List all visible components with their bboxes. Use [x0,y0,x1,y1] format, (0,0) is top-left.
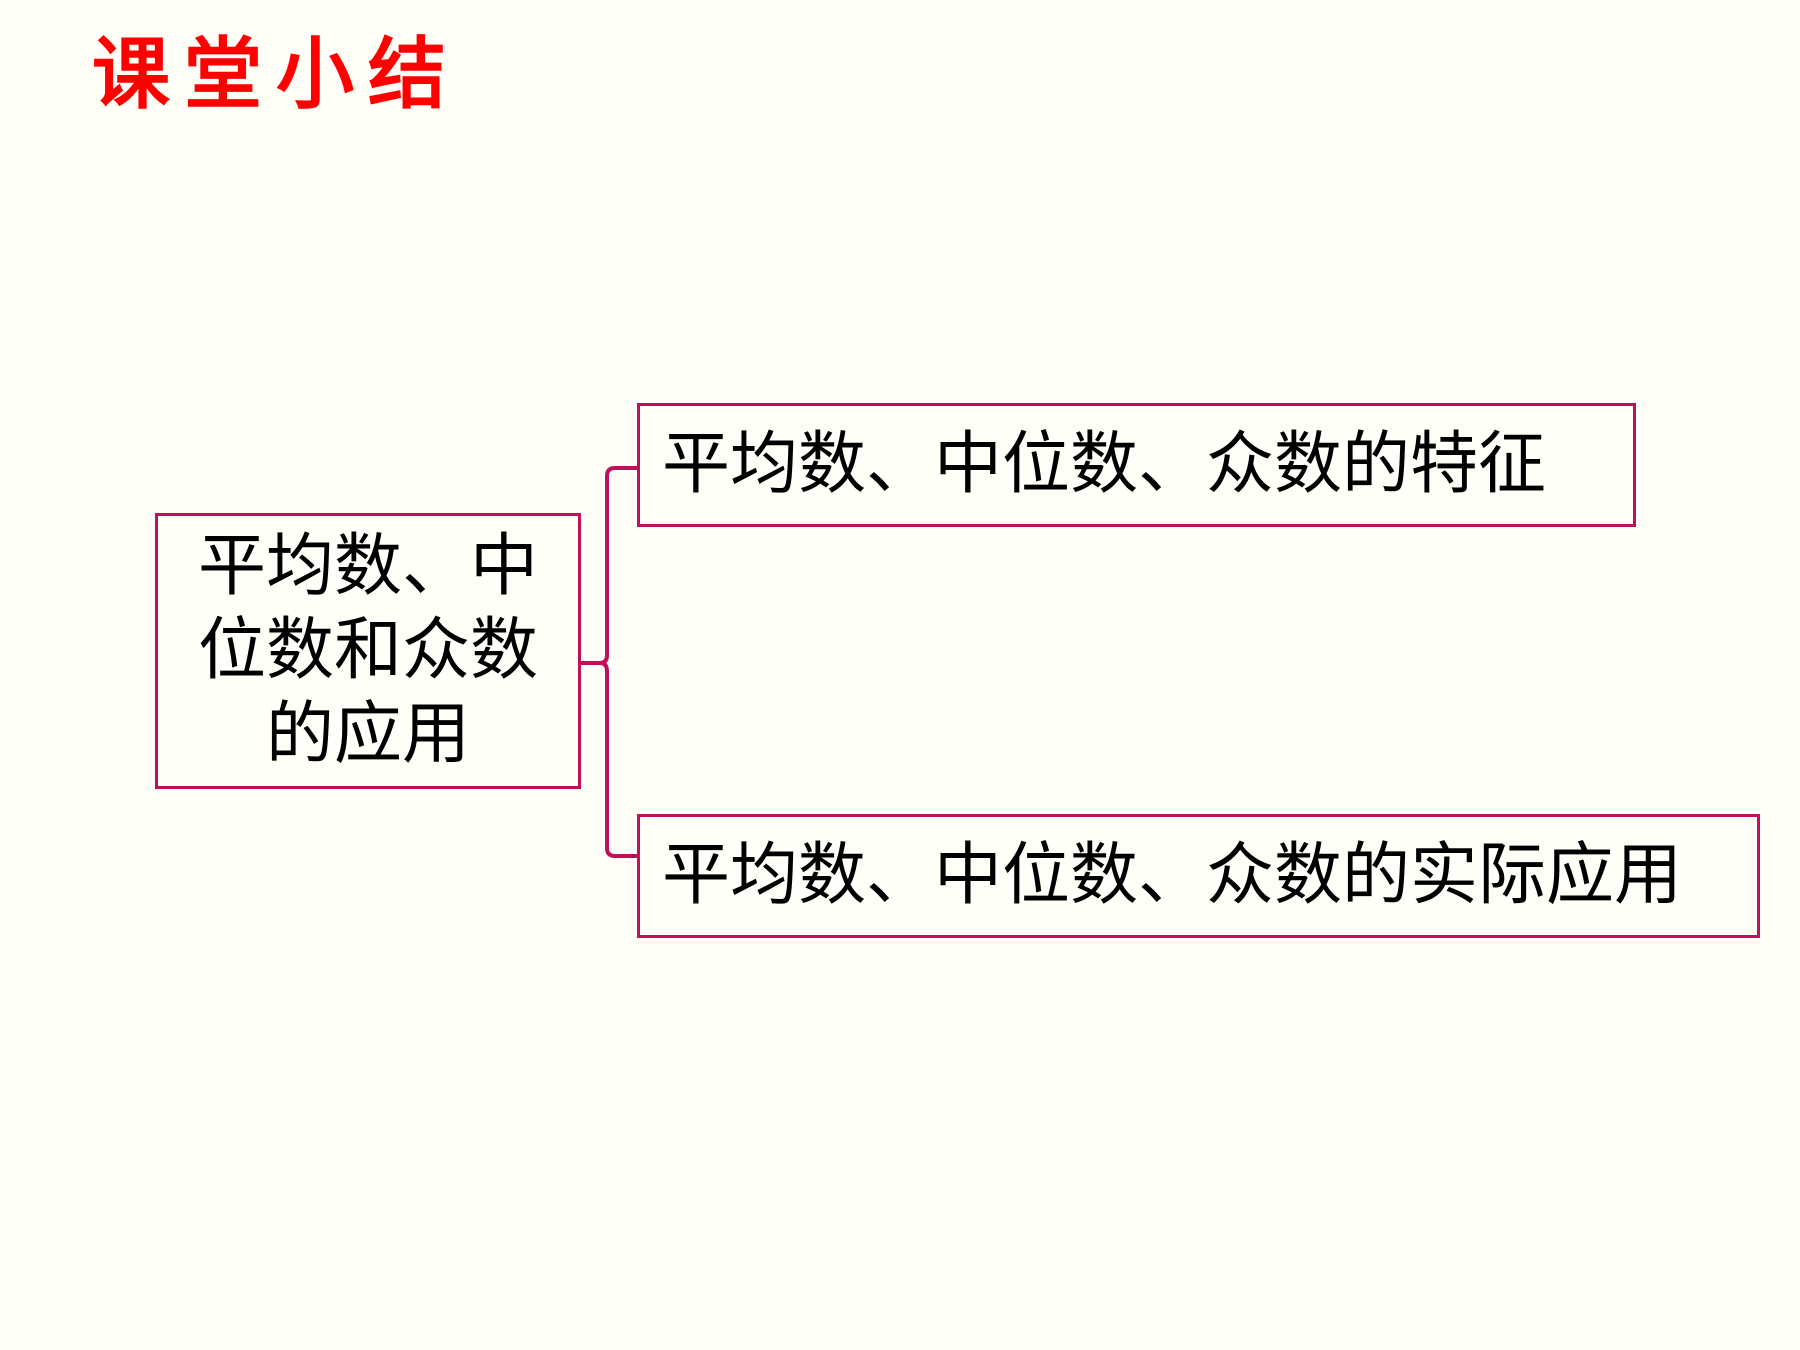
branch-node-features: 平均数、中位数、众数的特征 [637,403,1636,527]
root-node: 平均数、中位数和众数的应用 [155,513,581,789]
branch-node-label: 平均数、中位数、众数的特征 [662,425,1547,504]
branch-node-applications: 平均数、中位数、众数的实际应用 [637,814,1760,938]
root-node-label: 平均数、中位数和众数的应用 [197,527,538,774]
bracket-curve [599,466,637,858]
slide-title: 课堂小结 [92,29,461,120]
branch-node-label: 平均数、中位数、众数的实际应用 [662,836,1683,915]
